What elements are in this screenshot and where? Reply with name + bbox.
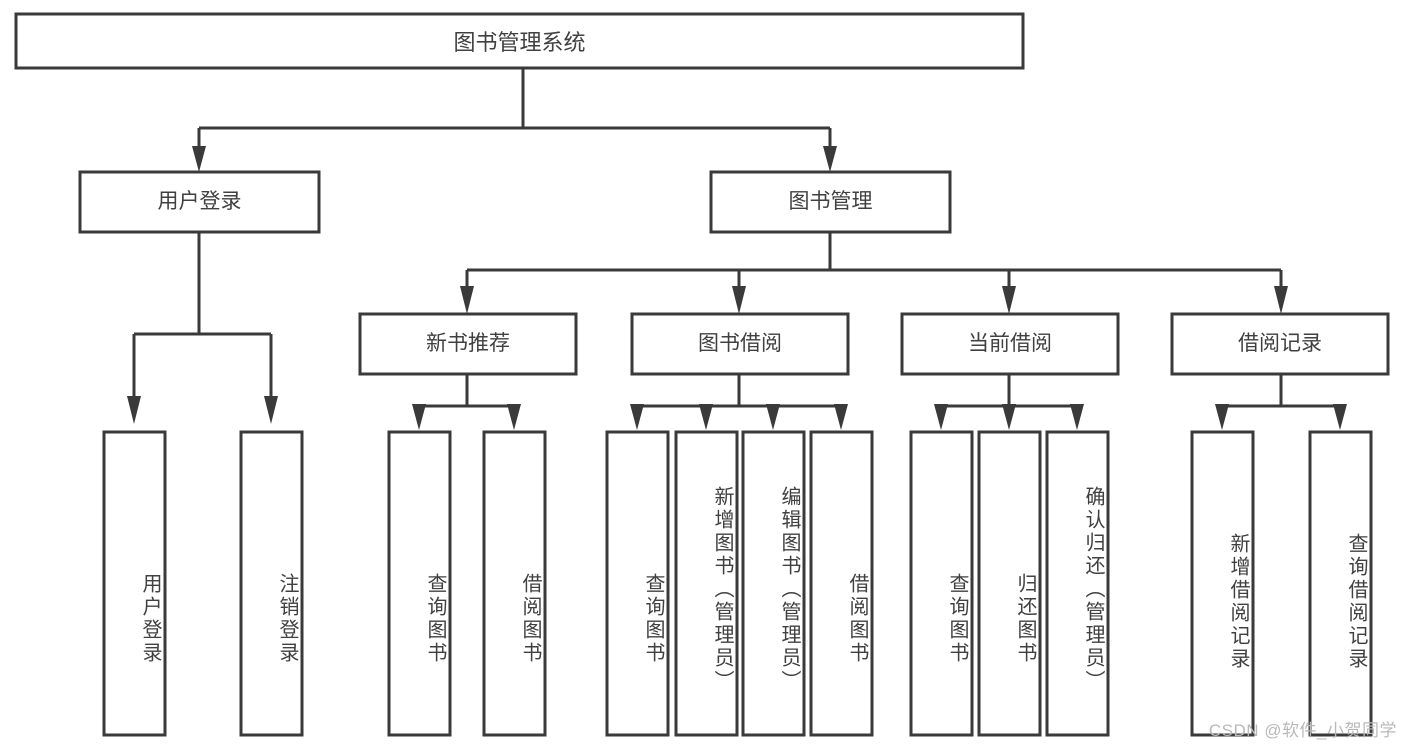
node-user-login[interactable]	[78, 170, 321, 234]
leaf-nb-query-book[interactable]	[387, 430, 452, 737]
leaf-bb-edit-book[interactable]	[741, 430, 806, 737]
arrowhead-leaf-user-login	[127, 396, 141, 424]
arrowhead-current-borrow	[1002, 286, 1016, 314]
node-new-book-recommend[interactable]	[358, 312, 578, 376]
arrowhead-bb-borrow	[834, 404, 848, 430]
arrowhead-nb-borrow	[507, 404, 521, 430]
arrowhead-nb-query	[412, 404, 426, 430]
arrowhead-bb-query	[630, 404, 644, 430]
leaf-br-add-record[interactable]	[1190, 430, 1255, 737]
node-book-management[interactable]	[709, 170, 952, 234]
leaf-br-query-record[interactable]	[1308, 430, 1373, 737]
arrowhead-br-add	[1215, 404, 1229, 430]
arrowhead-cb-confirm	[1070, 404, 1084, 430]
node-current-borrow[interactable]	[900, 312, 1120, 376]
arrowhead-br-query	[1333, 404, 1347, 430]
leaf-nb-borrow-book[interactable]	[482, 430, 547, 737]
arrowhead-borrow-record	[1274, 286, 1288, 314]
leaf-user-login[interactable]	[102, 430, 167, 737]
leaf-logout[interactable]	[239, 430, 304, 737]
arrowhead-bb-edit	[766, 404, 780, 430]
leaf-bb-query-book[interactable]	[605, 430, 670, 737]
arrowhead-new-book	[460, 286, 474, 314]
arrowhead-cb-return	[1002, 404, 1016, 430]
arrowhead-cb-query	[934, 404, 948, 430]
leaf-cb-return-book[interactable]	[977, 430, 1042, 737]
node-root[interactable]	[14, 12, 1025, 70]
leaf-cb-confirm-return[interactable]	[1045, 430, 1110, 737]
node-borrow-records[interactable]	[1170, 312, 1390, 376]
arrowhead-user-login	[192, 146, 206, 172]
arrowhead-book-mgmt	[823, 146, 837, 172]
leaf-cb-query-book[interactable]	[909, 430, 974, 737]
arrowhead-bb-add	[699, 404, 713, 430]
leaf-bb-borrow-book[interactable]	[809, 430, 874, 737]
arrowhead-book-borrow	[732, 286, 746, 314]
arrowhead-leaf-logout	[264, 396, 278, 424]
node-book-borrow[interactable]	[630, 312, 850, 376]
leaf-bb-add-book[interactable]	[674, 430, 739, 737]
